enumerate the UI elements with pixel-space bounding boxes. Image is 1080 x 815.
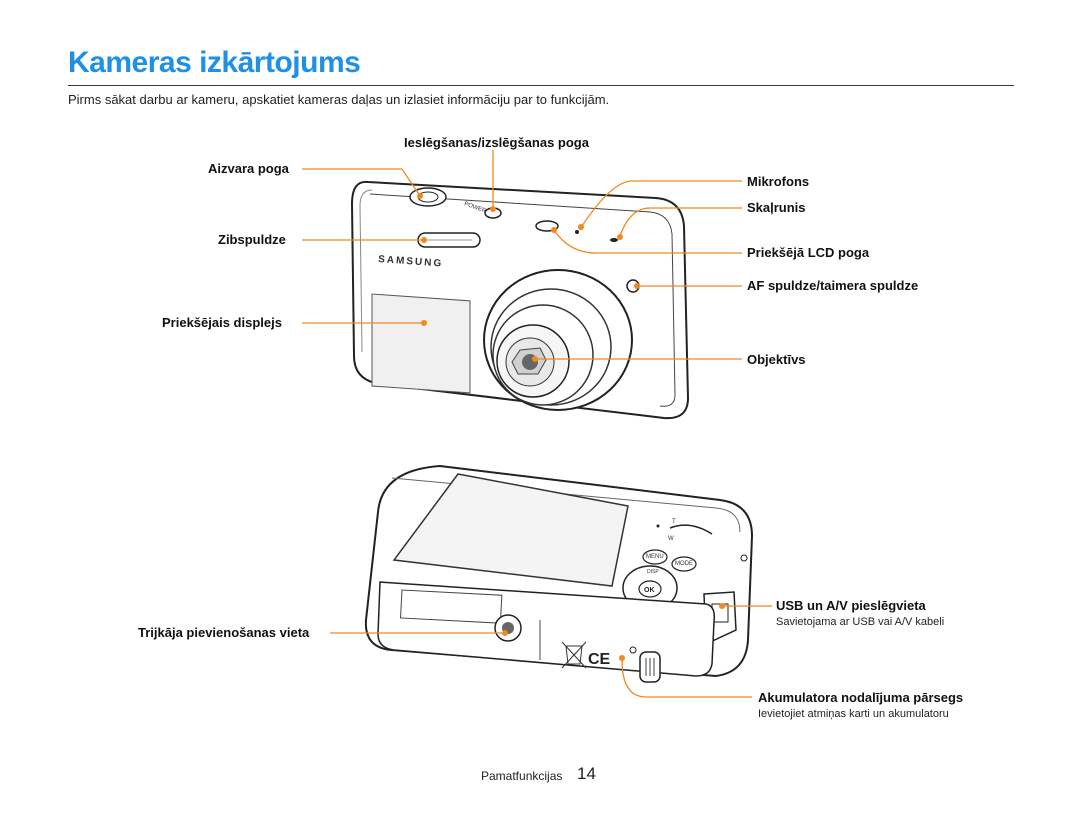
menu-text: MENU xyxy=(646,554,664,560)
camera-back: T W MENU MODE OK DISP Fn C xyxy=(364,464,754,683)
brand-logo: SAMSUNG xyxy=(378,254,444,270)
label-shutter-button: Aizvara poga xyxy=(208,161,289,176)
front-display-panel xyxy=(371,293,471,394)
svg-text:OK: OK xyxy=(644,587,655,594)
label-front-display: Priekšējais displejs xyxy=(162,315,282,330)
label-lens: Objektīvs xyxy=(747,352,806,367)
label-speaker: Skaļrunis xyxy=(747,200,806,215)
svg-text:T: T xyxy=(672,519,676,525)
label-usb-port: USB un A/V pieslēgvieta xyxy=(776,598,926,613)
mode-text: MODE xyxy=(675,561,693,567)
page-number: 14 xyxy=(577,764,596,783)
shutter-button-shape xyxy=(409,187,447,207)
label-tripod-mount: Trijkāja pievienošanas vieta xyxy=(138,625,310,640)
svg-text:DISP: DISP xyxy=(647,569,659,575)
callout-lines xyxy=(302,150,772,698)
usb-port-note: Savietojama ar USB vai A/V kabeli xyxy=(776,616,945,628)
label-battery-cover: Akumulatora nodalījuma pārsegs xyxy=(758,690,964,705)
ce-mark: CE xyxy=(588,651,611,668)
battery-cover-note: Ievietojiet atmiņas karti un akumulatoru xyxy=(758,708,949,720)
svg-text:W: W xyxy=(668,536,674,542)
callout-dots xyxy=(417,193,725,661)
title-divider xyxy=(68,85,1014,86)
camera-front: POWER SAMSUNG xyxy=(350,180,690,420)
intro-text: Pirms sākat darbu ar kameru, apskatiet k… xyxy=(68,92,610,107)
page-title: Kameras izkārtojums xyxy=(68,46,361,79)
label-microphone: Mikrofons xyxy=(747,174,810,189)
weee-bin-icon xyxy=(561,641,587,669)
zoom-lever-shape: T W xyxy=(668,519,713,542)
lens-shape xyxy=(483,269,633,411)
label-power-button: Ieslēgšanas/izslēgšanas poga xyxy=(404,135,589,150)
rear-lcd xyxy=(392,473,629,587)
label-front-lcd-button: Priekšējā LCD poga xyxy=(747,245,870,260)
footer-section: Pamatfunkcijas xyxy=(481,769,563,783)
label-af-lamp: AF spuldze/taimera spuldze xyxy=(747,278,919,293)
label-flash: Zibspuldze xyxy=(218,232,286,247)
